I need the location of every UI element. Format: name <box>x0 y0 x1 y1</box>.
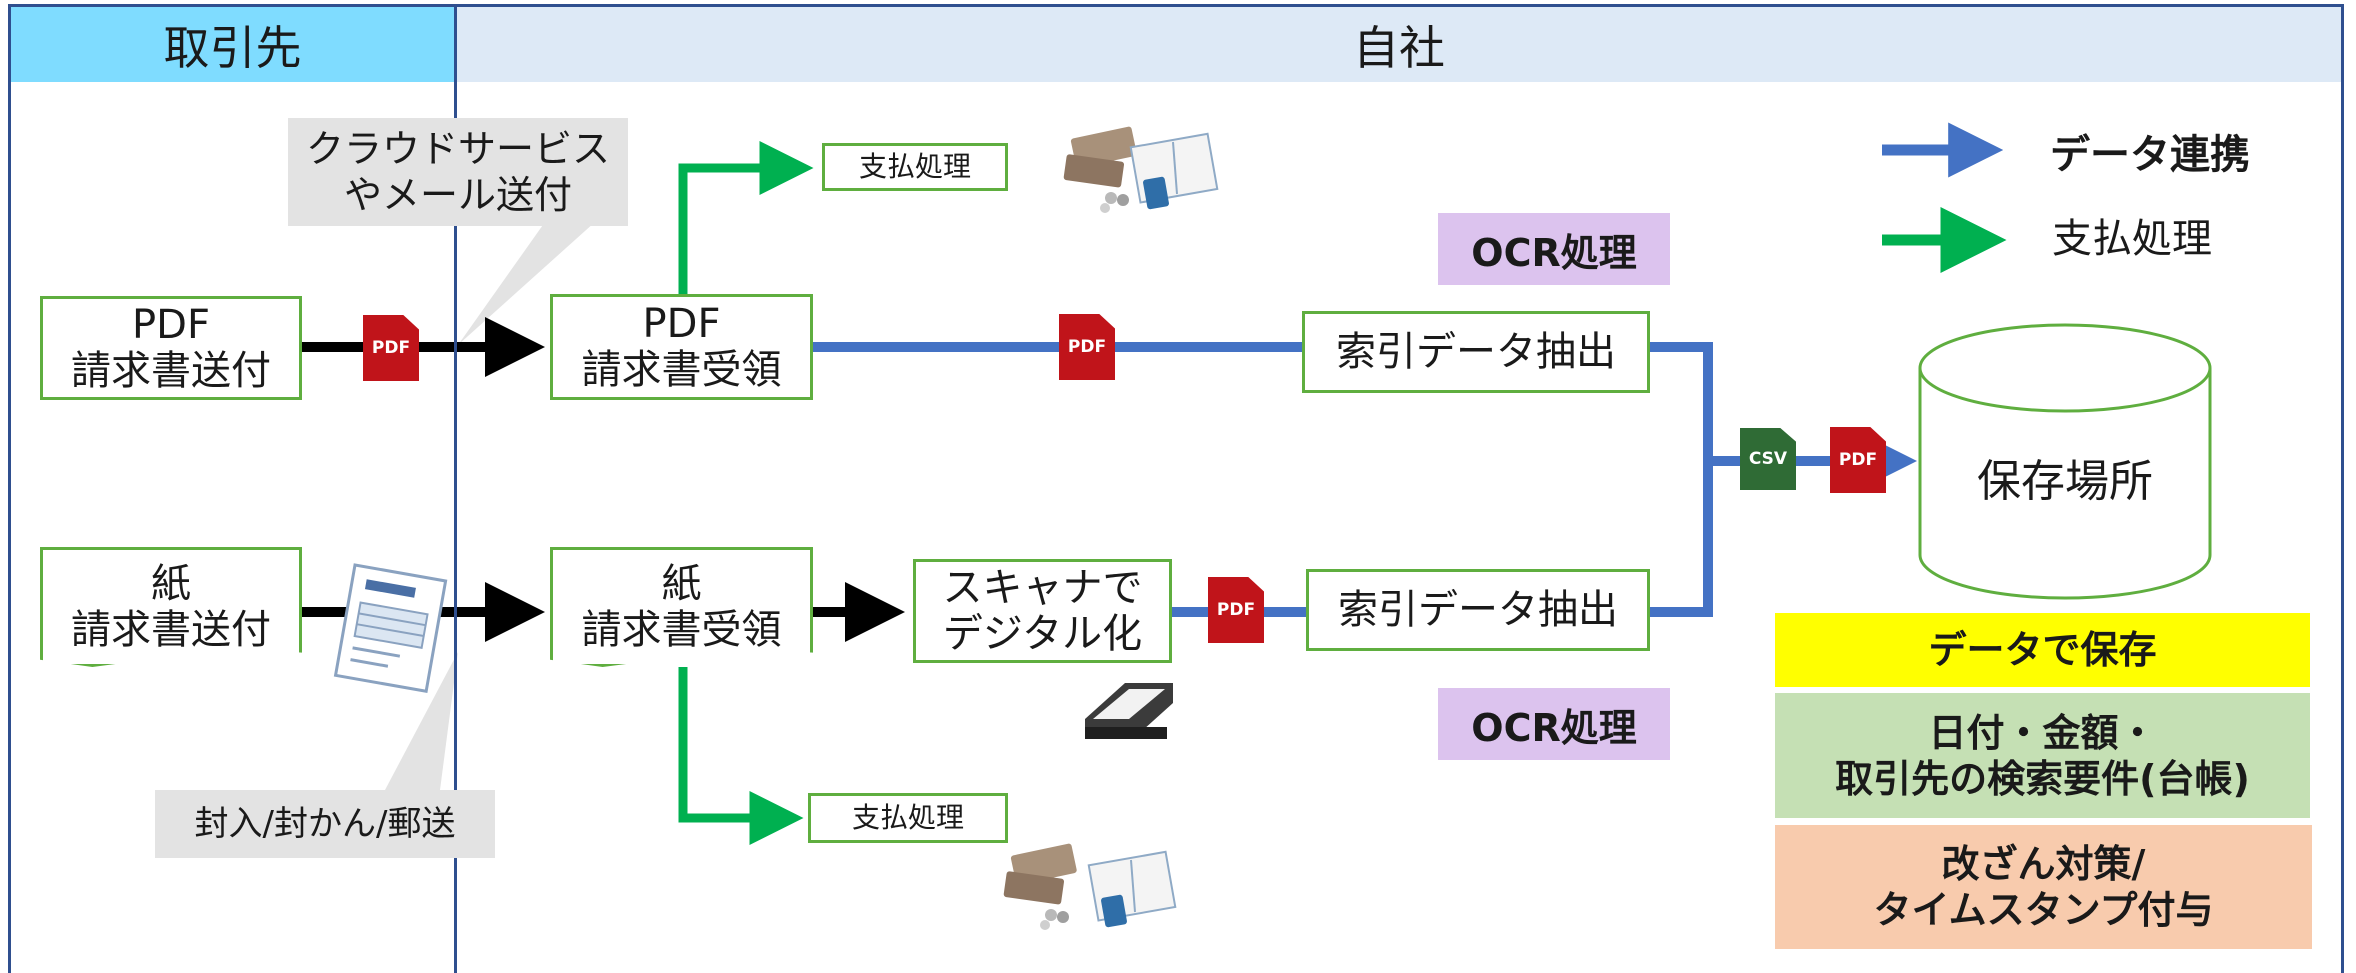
node-pdf-send: PDF 請求書送付 <box>40 296 302 400</box>
arrow-payment-top <box>678 141 814 294</box>
line-extract-top-out <box>1650 342 1713 461</box>
storage-label: 保存場所 <box>1977 456 2153 507</box>
node-payment-bottom: 支払処理 <box>808 793 1008 843</box>
node-extract-top: 索引データ抽出 <box>1302 311 1650 393</box>
callout-cloud: クラウドサービス やメール送付 <box>288 118 628 226</box>
pdf-file-icon: PDF <box>1208 577 1264 643</box>
node-paper-send: 紙 請求書送付 <box>40 547 302 667</box>
node-payment-top: 支払処理 <box>822 143 1008 191</box>
money-icon <box>1063 126 1137 213</box>
pdf-file-icon: PDF <box>1059 314 1115 380</box>
legend-data-label: データ連携 <box>2050 132 2250 178</box>
ocr-label-top: OCR処理 <box>1438 213 1670 285</box>
callout-mail: 封入/封かん/郵送 <box>155 790 495 858</box>
storage-cylinder <box>1918 323 2212 600</box>
legend-payment-label: 支払処理 <box>2052 216 2212 262</box>
pdf-file-icon: PDF <box>1830 427 1886 493</box>
note-search-requirements: 日付・金額・ 取引先の検索要件(台帳) <box>1775 693 2310 818</box>
scanner-icon <box>1085 683 1173 739</box>
callout-mail-pointer <box>385 652 458 790</box>
lane-divider <box>454 4 457 973</box>
pdf-file-icon: PDF <box>363 315 419 381</box>
callout-cloud-pointer <box>458 222 595 345</box>
ledger-calculator-icon <box>1129 132 1219 210</box>
money-icon <box>1003 843 1077 930</box>
csv-file-icon: CSV <box>1740 428 1796 490</box>
lane-header-company: 自社 <box>457 7 2341 82</box>
line-extract-bottom-out <box>1650 461 1713 617</box>
node-pdf-receive: PDF 請求書受領 <box>550 294 813 400</box>
arrow-payment-bottom <box>678 667 804 845</box>
ocr-label-bottom: OCR処理 <box>1438 688 1670 760</box>
node-paper-receive: 紙 請求書受領 <box>550 547 813 667</box>
lane-header-partner: 取引先 <box>11 7 454 82</box>
invoice-document-icon <box>333 563 448 694</box>
ledger-calculator-icon <box>1087 850 1177 928</box>
node-extract-bottom: 索引データ抽出 <box>1306 569 1650 651</box>
note-tamper-timestamp: 改ざん対策/ タイムスタンプ付与 <box>1775 825 2312 949</box>
node-scanner: スキャナで デジタル化 <box>913 559 1172 663</box>
diagram-frame <box>8 4 2344 973</box>
note-data-save: データで保存 <box>1775 613 2310 687</box>
